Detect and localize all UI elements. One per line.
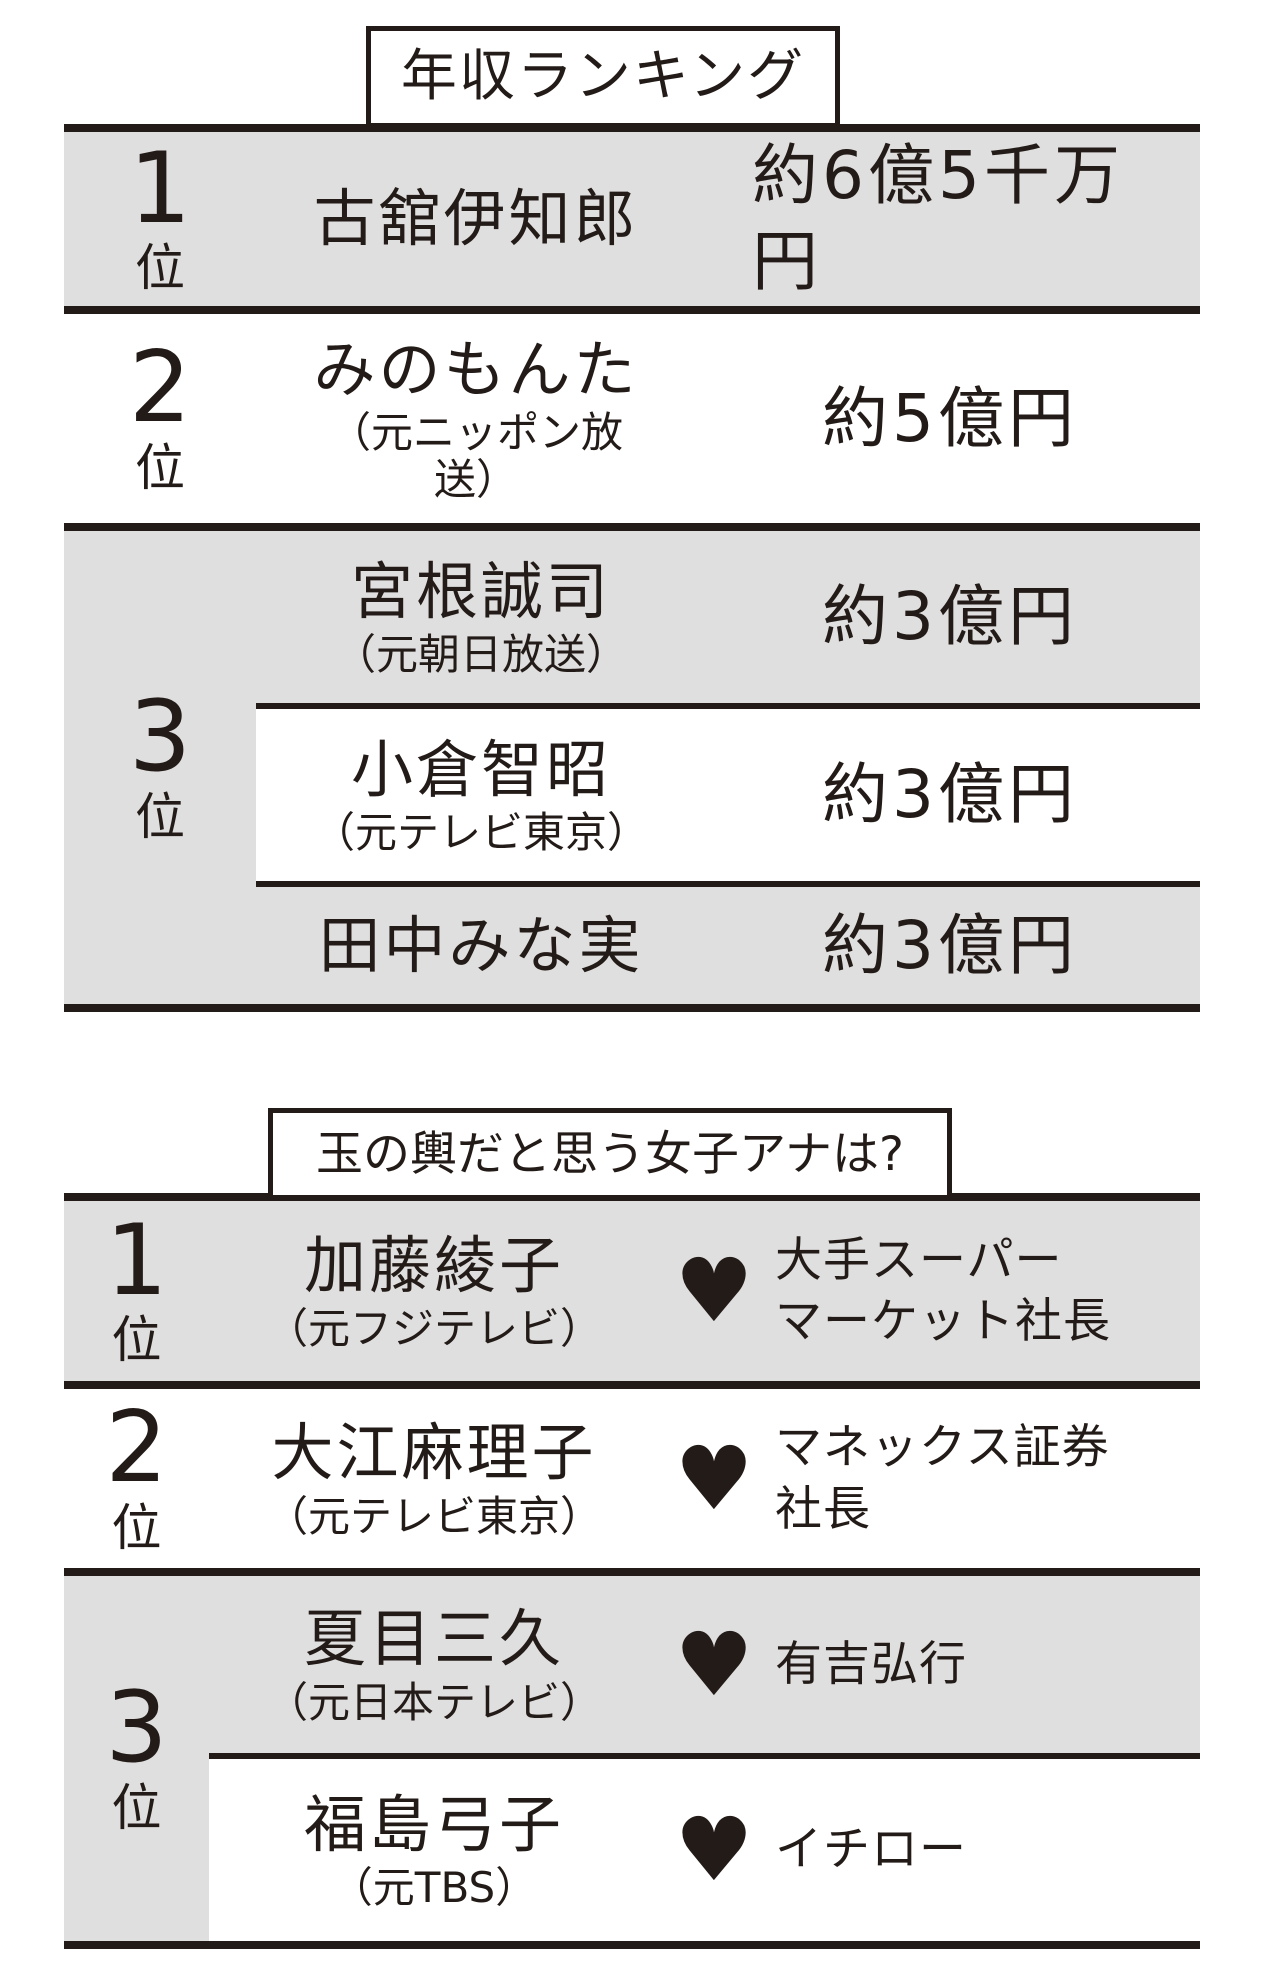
tamanokoshi-partner-cell-3a: 有吉弘行 [769,1576,1200,1753]
income-table-bottom-border [64,1004,1200,1012]
rank-suffix: 位 [135,438,185,497]
heart-cell-3b: ♥ [659,1759,769,1941]
income-table-title-box: 年収ランキング [366,26,840,128]
announcer-name: 古舘伊知郎 [313,182,639,256]
heart-cell-3a: ♥ [659,1576,769,1753]
partner-name: 有吉弘行 [775,1636,967,1692]
rank-number: 2 [128,331,192,446]
income-value: 約3億円 [822,906,1078,984]
income-rank-cell-2: 2 位 [64,314,256,523]
tamanokoshi-row3b-background [209,1759,1200,1941]
partner-name: マネックス証券 社長 [775,1420,1110,1537]
income-table-top-border [64,124,1200,132]
announcer-name: みのもんた [313,332,639,406]
heart-cell-2: ♥ [659,1389,769,1568]
tamanokoshi-partner-cell-1: 大手スーパー マーケット社長 [769,1201,1200,1381]
tamanokoshi-partner-cell-2: マネックス証券 社長 [769,1389,1200,1568]
income-row3b-background [256,709,1200,881]
income-name-cell-3b: 小倉智昭 （元テレビ東京） [256,709,706,881]
announcer-affiliation: （元テレビ東京） [265,1491,602,1541]
income-name-cell-3c: 田中みな実 [256,887,706,1004]
income-table-title: 年収ランキング [400,44,806,109]
rank-suffix: 位 [111,1778,162,1837]
rank-number: 1 [105,1203,168,1318]
partner-name: 大手スーパー マーケット社長 [775,1232,1111,1349]
income-name-cell-3a: 宮根誠司 （元朝日放送） [256,531,706,703]
heart-icon: ♥ [674,1426,754,1530]
income-value-cell-3a: 約3億円 [700,531,1200,703]
rank-suffix: 位 [135,239,185,298]
income-row1-background [64,132,1200,306]
income-row3b-subdivider [256,881,1200,887]
rank-number: 3 [128,680,192,795]
tamanokoshi-name-cell-2: 大江麻理子 （元テレビ東京） [209,1389,659,1568]
rank-number: 1 [128,131,192,246]
announcer-affiliation: （元テレビ東京） [312,808,649,858]
heart-icon: ♥ [674,1239,754,1342]
income-value: 約3億円 [822,756,1078,834]
heart-cell-1: ♥ [659,1201,769,1381]
income-name-cell-2: みのもんた （元ニッポン放 送） [246,314,706,523]
income-value: 約3億円 [822,578,1078,656]
income-name-cell-1: 古舘伊知郎 [246,132,706,306]
partner-name: イチロー [775,1822,967,1878]
announcer-name: 田中みな実 [318,908,644,982]
announcer-affiliation: （元日本テレビ） [265,1677,602,1727]
rank-number: 2 [105,1391,168,1506]
tamanokoshi-rank-cell-3: 3 位 [64,1576,209,1941]
announcer-name: 宮根誠司 [350,554,611,628]
income-rank-cell-3: 3 位 [64,531,256,1004]
heart-icon: ♥ [674,1612,754,1716]
income-rank-cell-1: 1 位 [64,132,256,306]
income-value-cell-3c: 約3億円 [700,887,1200,1004]
tamanokoshi-table-title: 玉の輿だと思う女子アナは? [315,1126,904,1182]
heart-icon: ♥ [674,1798,754,1901]
announcer-name: 小倉智昭 [350,732,611,806]
tamanokoshi-row1-divider [64,1381,1200,1389]
income-row3a-subdivider [256,703,1200,709]
income-value: 約5億円 [822,379,1078,457]
income-row1-divider [64,306,1200,314]
tamanokoshi-table-bottom-border [64,1941,1200,1949]
tamanokoshi-name-cell-3b: 福島弓子 （元TBS） [209,1759,659,1941]
rank-suffix: 位 [135,787,185,846]
income-row2-divider [64,523,1200,531]
announcer-name: 福島弓子 [303,1787,564,1861]
announcer-name: 夏目三久 [303,1602,564,1676]
rank-suffix: 位 [111,1311,162,1370]
income-value-cell-2: 約5億円 [700,314,1200,523]
announcer-affiliation: （元TBS） [330,1863,538,1913]
income-value-cell-1: 約6億5千万 円 [700,132,1200,306]
income-value: 約6億5千万 円 [752,137,1124,300]
income-value-cell-3b: 約3億円 [700,709,1200,881]
tamanokoshi-partner-cell-3b: イチロー [769,1759,1200,1941]
rank-suffix: 位 [111,1498,162,1557]
tamanokoshi-row1-background [64,1201,1200,1381]
announcer-name: 大江麻理子 [271,1416,597,1490]
tamanokoshi-row3-subdivider [209,1753,1200,1759]
tamanokoshi-table-title-box: 玉の輿だと思う女子アナは? [268,1108,952,1200]
announcer-name: 加藤綾子 [303,1228,564,1302]
tamanokoshi-rank-cell-2: 2 位 [64,1389,209,1568]
announcer-affiliation: （元フジテレビ） [265,1304,602,1354]
tamanokoshi-rank-cell-1: 1 位 [64,1201,209,1381]
announcer-affiliation: （元朝日放送） [333,630,628,680]
tamanokoshi-row2-divider [64,1568,1200,1576]
tamanokoshi-name-cell-1: 加藤綾子 （元フジテレビ） [209,1201,659,1381]
rank-number: 3 [105,1671,168,1786]
announcer-affiliation: （元ニッポン放 送） [328,408,623,505]
tamanokoshi-name-cell-3a: 夏目三久 （元日本テレビ） [209,1576,659,1753]
